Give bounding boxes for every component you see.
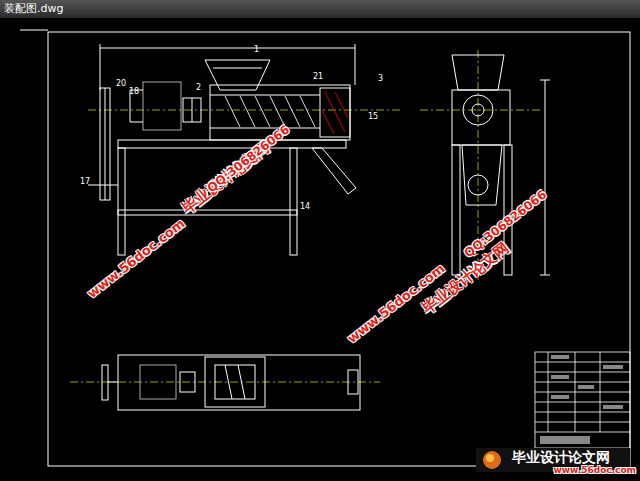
callout-number: 3: [378, 75, 383, 83]
callout-number: 14: [300, 203, 310, 211]
logo-url: www.56doc.com: [553, 466, 636, 475]
callout-number: 20: [116, 80, 126, 88]
callout-number: 2: [196, 84, 201, 92]
callout-number: 21: [313, 73, 323, 81]
callout-number: 15: [368, 113, 378, 121]
callout-number: 17: [80, 178, 90, 186]
logo-text: 毕业设计论文网: [512, 450, 610, 464]
callout-number: 1: [254, 46, 259, 54]
callout-number: 18: [129, 88, 139, 96]
window-title: 装配图.dwg: [4, 3, 63, 14]
